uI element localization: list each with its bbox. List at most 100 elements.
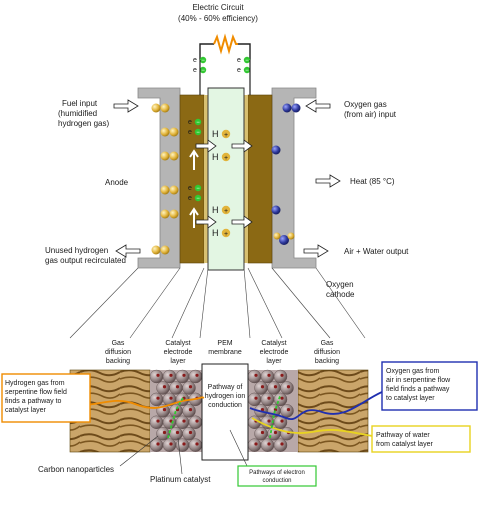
unused-hydrogen-label: gas output recirculated xyxy=(45,256,126,265)
carbon-particle xyxy=(149,415,164,429)
svg-text:e: e xyxy=(237,67,241,74)
unused-h2-arrow-icon xyxy=(115,244,141,258)
oxygen-atom-icon xyxy=(271,205,281,215)
hydrogen-gas-callout xyxy=(1,373,91,423)
detail-headers: Gas diffusion backing Catalyst electrode… xyxy=(105,340,340,365)
svg-text:−: − xyxy=(196,196,200,202)
platinum-catalyst-label: Platinum catalyst xyxy=(150,475,211,484)
oxygen-gas-callout-text: to catalyst layer xyxy=(386,395,435,402)
anode-flow-plate xyxy=(137,87,181,269)
svg-text:Catalyst: Catalyst xyxy=(261,340,286,347)
platinum-particle xyxy=(195,442,199,446)
cathode-electrode xyxy=(247,94,273,264)
carbon-particle xyxy=(260,438,275,452)
platinum-particle xyxy=(254,442,258,446)
svg-text:−: − xyxy=(201,58,205,64)
electron-pathways-callout xyxy=(237,465,317,487)
carbon-particle xyxy=(247,438,262,452)
hydrogen-molecules-anode xyxy=(151,103,179,255)
gas-pathways xyxy=(63,391,383,439)
carbon-particle xyxy=(280,404,294,418)
resistor xyxy=(213,33,238,55)
svg-text:−: − xyxy=(196,186,200,192)
arrow-right-icon xyxy=(231,139,253,153)
svg-text:backing: backing xyxy=(315,358,339,365)
carbon-particle xyxy=(149,369,164,384)
air-water-output-label: Air + Water output xyxy=(344,247,409,256)
carbon-particle xyxy=(182,381,196,395)
electron-icon: e − xyxy=(237,66,251,74)
svg-text:PEM: PEM xyxy=(217,340,232,347)
platinum-particle xyxy=(175,385,180,389)
svg-text:Catalyst: Catalyst xyxy=(165,340,190,347)
carbon-particle xyxy=(169,381,183,395)
platinum-particle xyxy=(280,442,284,446)
platinum-particle xyxy=(188,430,193,435)
water-molecule-icon xyxy=(273,232,295,245)
svg-text:+: + xyxy=(224,155,228,162)
carbon-particle xyxy=(162,369,177,384)
electron-pathways-callout-text: conduction xyxy=(262,478,291,484)
svg-text:Pathway of: Pathway of xyxy=(208,384,243,391)
carbon-particles-left xyxy=(149,369,203,452)
oxygen-molecule-icon xyxy=(282,103,301,113)
platinum-particle xyxy=(286,408,291,412)
hydrogen-molecule-icon xyxy=(160,127,179,137)
circuit-title: Electric Circuit xyxy=(192,3,244,12)
platinum-particle xyxy=(156,373,160,377)
svg-text:e: e xyxy=(188,129,192,136)
hydrogen-gas-callout-text: catalyst layer xyxy=(5,407,47,414)
anode-electrons: e− e− e− e− xyxy=(188,118,202,228)
svg-text:−: − xyxy=(245,68,249,74)
platinum-particle xyxy=(169,396,173,400)
oxygen-input-label: (from air) input xyxy=(344,110,397,119)
cathode-label: cathode xyxy=(326,290,355,299)
platinum-particle xyxy=(162,430,167,435)
pem-membrane xyxy=(207,87,245,271)
carbon-particle xyxy=(273,392,288,407)
oxygen-pathway xyxy=(249,391,383,421)
carbon-particle xyxy=(247,392,262,407)
carbon-particle xyxy=(188,369,203,384)
platinum-particle xyxy=(169,442,173,446)
platinum-particle xyxy=(280,419,284,423)
svg-text:conduction: conduction xyxy=(208,402,242,409)
carbon-particle xyxy=(280,427,294,441)
fuel-input-label: (humidified xyxy=(58,109,97,118)
svg-text:layer: layer xyxy=(170,358,186,365)
hydrogen-gas-callout-text: serpentine flow field xyxy=(5,389,67,396)
hydrogen-molecule-icon xyxy=(160,209,179,219)
carbon-particle xyxy=(267,381,281,395)
fuel-input-arrow-icon xyxy=(113,99,139,113)
svg-text:electrode: electrode xyxy=(164,349,193,356)
water-pathway-callout-text: from catalyst layer xyxy=(376,441,433,448)
hydrogen-gas-callout-text: finds a pathway to xyxy=(5,398,62,405)
platinum-particle xyxy=(182,419,186,423)
svg-text:backing: backing xyxy=(106,358,130,365)
svg-text:−: − xyxy=(201,68,205,74)
svg-text:layer: layer xyxy=(266,358,282,365)
oxygen-gas-callout-text: air in serpentine flow xyxy=(386,377,451,384)
hydrogen-pathway xyxy=(63,396,205,409)
platinum-particle xyxy=(273,430,278,435)
svg-text:e: e xyxy=(188,119,192,126)
oxygen-input-label: Oxygen gas xyxy=(344,100,387,109)
platinum-particle xyxy=(260,385,265,389)
oxygen-input-arrow-icon xyxy=(305,99,331,113)
platinum-particle xyxy=(267,373,271,377)
oxygen-gas-callout xyxy=(381,361,478,411)
circuit-efficiency: (40% - 60% efficiency) xyxy=(178,14,258,23)
carbon-particle xyxy=(175,369,190,384)
electron-icon: e− xyxy=(188,128,202,136)
platinum-particle xyxy=(182,442,186,446)
arrow-right-icon xyxy=(231,215,253,229)
fuel-input-label: Fuel input xyxy=(62,99,98,108)
platinum-particle xyxy=(254,396,258,400)
carbon-particle xyxy=(254,427,268,441)
zoom-projection-lines xyxy=(69,267,366,339)
carbon-particle xyxy=(188,438,203,452)
carbon-particle xyxy=(162,438,177,452)
platinum-particle xyxy=(188,408,193,412)
platinum-particle xyxy=(260,430,265,435)
